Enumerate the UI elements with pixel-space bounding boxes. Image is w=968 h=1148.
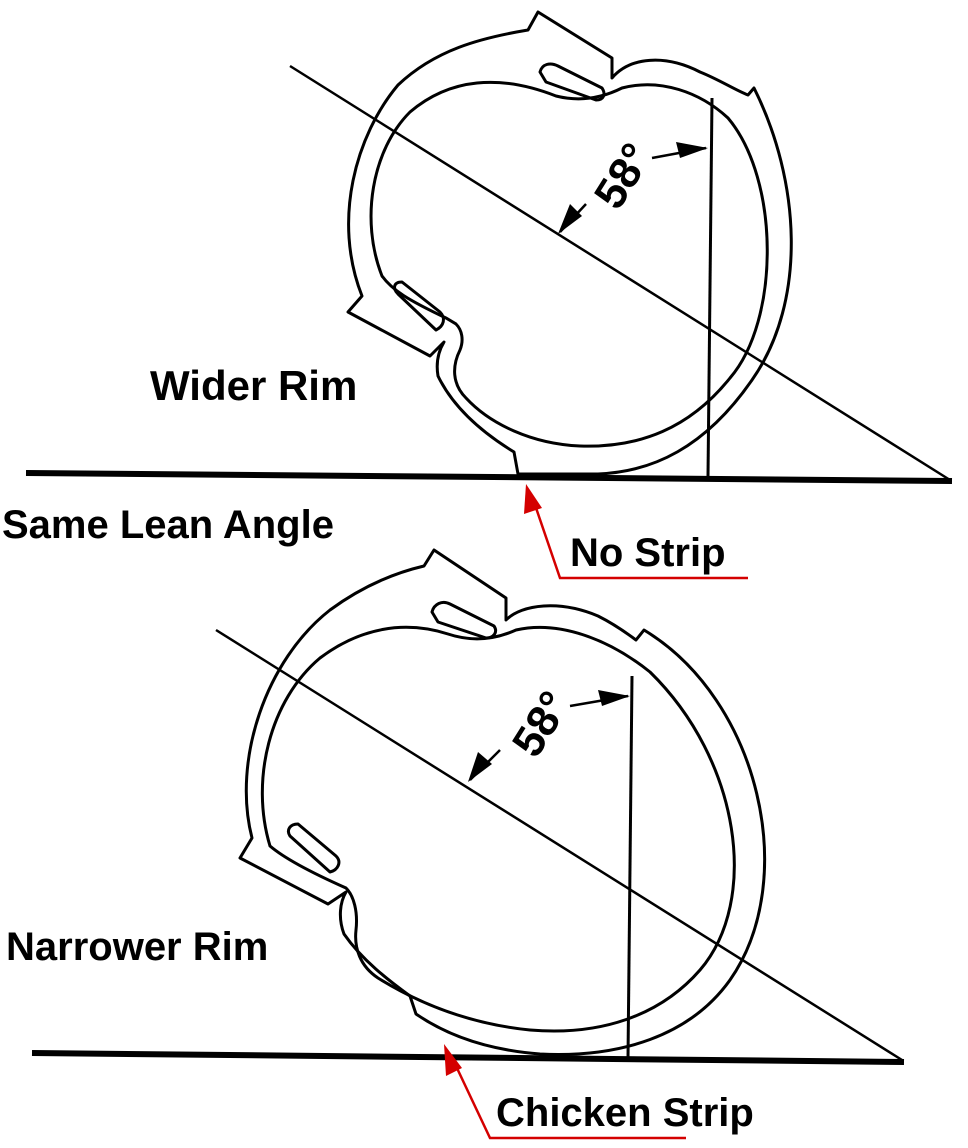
no-strip-leader	[532, 501, 748, 580]
no-strip-callout: No Strip	[524, 484, 748, 580]
narrower-rim-angle-label: 58°	[503, 683, 580, 765]
chicken-strip-label: Chicken Strip	[496, 1091, 754, 1135]
wider-rim-arrowhead-right	[676, 142, 708, 158]
wider-rim-tire-outer	[346, 10, 793, 476]
wider-rim-arrowhead-left	[558, 204, 582, 234]
wider-rim-group: 58°	[25, 10, 953, 484]
narrower-rim-tire-outer	[238, 548, 767, 1056]
wider-rim-vertical	[706, 97, 714, 477]
wider-rim-centerline	[289, 64, 951, 482]
wider-rim-bead-right	[538, 62, 606, 102]
wider-rim-tire-inner	[369, 80, 769, 448]
narrower-rim-tire-inner	[260, 625, 736, 1033]
narrower-rim-bead-left	[286, 822, 341, 874]
no-strip-arrowhead	[524, 484, 542, 514]
narrower-rim-arrowhead-left	[468, 752, 492, 782]
wider-rim-road-line	[25, 470, 953, 484]
same-lean-angle-label: Same Lean Angle	[2, 503, 334, 547]
wider-rim-label: Wider Rim	[150, 362, 357, 409]
chicken-strip-arrowhead	[444, 1044, 462, 1076]
wider-rim-angle-label: 58°	[585, 135, 662, 217]
narrower-rim-road-line	[31, 1050, 905, 1065]
narrower-rim-label: Narrower Rim	[6, 925, 268, 969]
narrower-rim-arrowhead-right	[598, 690, 630, 706]
chicken-strip-leader	[454, 1065, 686, 1140]
narrower-rim-group: 58°	[31, 548, 905, 1065]
chicken-strip-callout: Chicken Strip	[444, 1044, 754, 1140]
no-strip-label: No Strip	[570, 531, 726, 575]
narrower-rim-centerline	[215, 628, 903, 1062]
narrower-rim-vertical	[626, 675, 634, 1059]
